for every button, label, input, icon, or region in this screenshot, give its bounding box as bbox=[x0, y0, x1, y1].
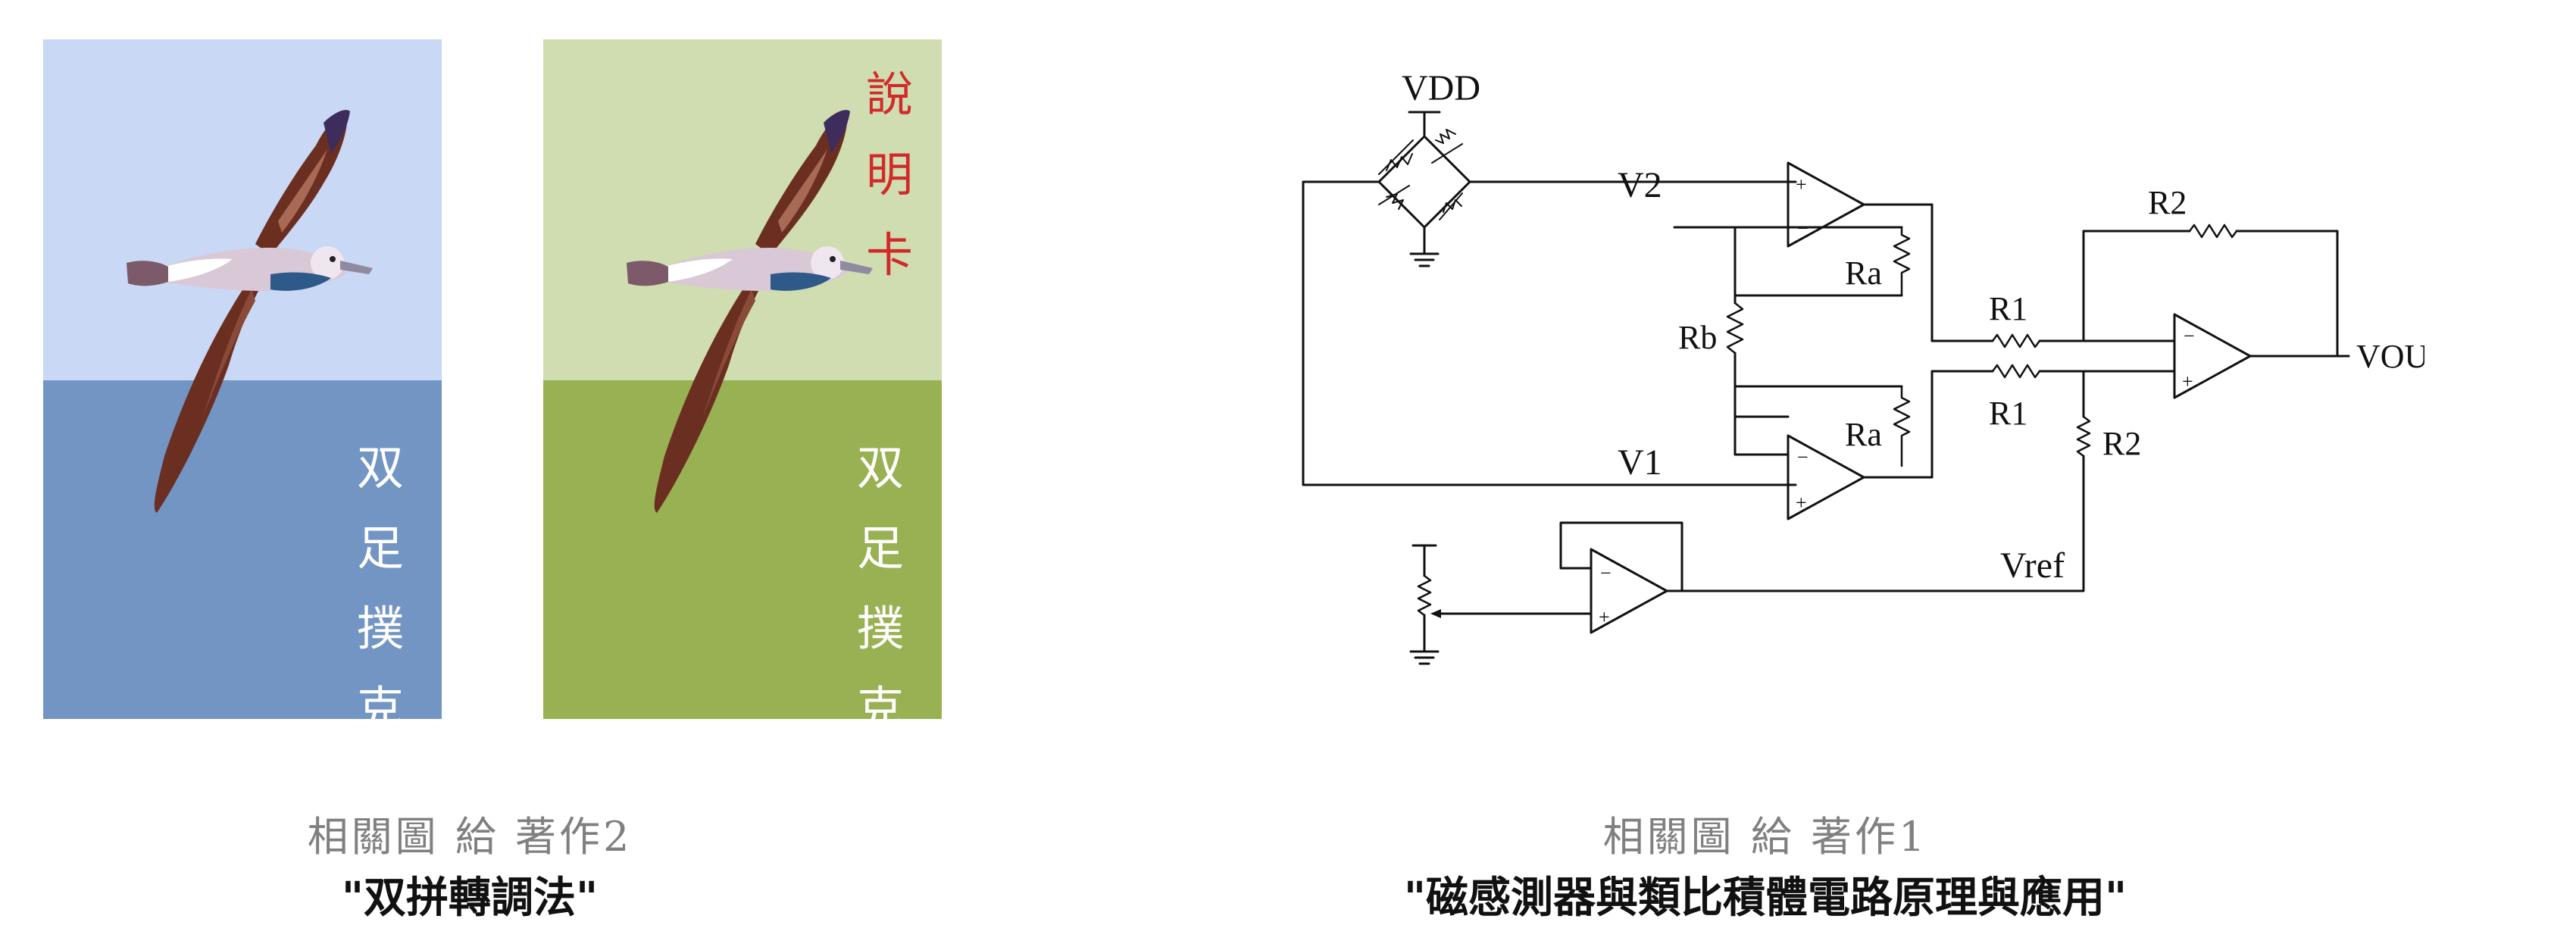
resistor-bridge bbox=[1377, 129, 1471, 229]
ra-bottom-label: Ra bbox=[1845, 416, 1882, 453]
opamp-output: − + bbox=[2173, 313, 2252, 399]
svg-text:+: + bbox=[2182, 370, 2193, 392]
r2-right-label: R2 bbox=[2102, 425, 2141, 462]
card-note-vertical: 說 明 卡 bbox=[866, 55, 913, 295]
card-title-char: 足 bbox=[856, 520, 904, 576]
card-title-char: 克 bbox=[356, 681, 404, 719]
r1-bottom-label: R1 bbox=[1989, 395, 2027, 432]
card-title-char: 双 bbox=[356, 440, 404, 495]
svg-text:−: − bbox=[1797, 446, 1809, 468]
svg-text:+: + bbox=[1796, 173, 1807, 195]
card-field bbox=[543, 380, 942, 719]
vout-label: VOUT bbox=[2356, 338, 2424, 375]
card-title-char: 撲 bbox=[856, 601, 904, 656]
caption-work-1: 相關圖 給 著作1 "磁感測器與類比積體電路原理與應用" bbox=[1311, 803, 2220, 924]
svg-text:+: + bbox=[1599, 606, 1610, 628]
svg-text:+: + bbox=[1796, 492, 1807, 514]
opamp-buffer: − + bbox=[1590, 548, 1668, 634]
albatross-illustration bbox=[127, 110, 373, 513]
v1-label: V1 bbox=[1618, 442, 1662, 483]
v2-label: V2 bbox=[1618, 165, 1662, 205]
caption-work-2: 相關圖 給 著作2 "双拼轉調法" bbox=[15, 803, 924, 924]
caption-title: "双拼轉調法" bbox=[341, 873, 599, 923]
r1-top-label: R1 bbox=[1989, 290, 2027, 327]
card-title-char: 双 bbox=[856, 440, 904, 495]
ra-top-label: Ra bbox=[1845, 255, 1882, 292]
card-note-char: 明 bbox=[865, 147, 913, 202]
albatross-illustration bbox=[627, 110, 873, 513]
card-title-char: 克 bbox=[856, 681, 904, 719]
caption-title: "磁感測器與類比積體電路原理與應用" bbox=[1403, 873, 2127, 923]
card-note-char: 卡 bbox=[865, 227, 913, 283]
vdd-label: VDD bbox=[1402, 68, 1480, 108]
svg-text:−: − bbox=[1600, 562, 1612, 584]
playing-card-blue: 双 足 撲 克 bbox=[43, 39, 442, 719]
card-sea bbox=[43, 380, 442, 719]
card-note-char: 說 bbox=[865, 67, 913, 122]
card-title-vertical: 双 足 撲 克 bbox=[357, 428, 404, 719]
rb-label: Rb bbox=[1678, 319, 1717, 356]
opamp-top: + − bbox=[1787, 161, 1865, 248]
card-title-char: 撲 bbox=[356, 601, 404, 656]
caption-subtitle: 相關圖 給 著作1 bbox=[1602, 813, 1928, 861]
caption-subtitle: 相關圖 給 著作2 bbox=[307, 813, 633, 861]
opamp-bottom: − + bbox=[1787, 434, 1865, 520]
card-title-char: 足 bbox=[356, 520, 404, 576]
r2-top-label: R2 bbox=[2148, 184, 2187, 221]
card-title-vertical: 双 足 撲 克 bbox=[857, 428, 904, 719]
svg-text:−: − bbox=[2184, 325, 2195, 347]
circuit-diagram: VDD V2 V1 + − Ra Rb bbox=[1302, 68, 2424, 665]
playing-card-green: 說 明 卡 双 足 撲 克 bbox=[543, 39, 942, 719]
vref-label: Vref bbox=[2000, 545, 2065, 586]
